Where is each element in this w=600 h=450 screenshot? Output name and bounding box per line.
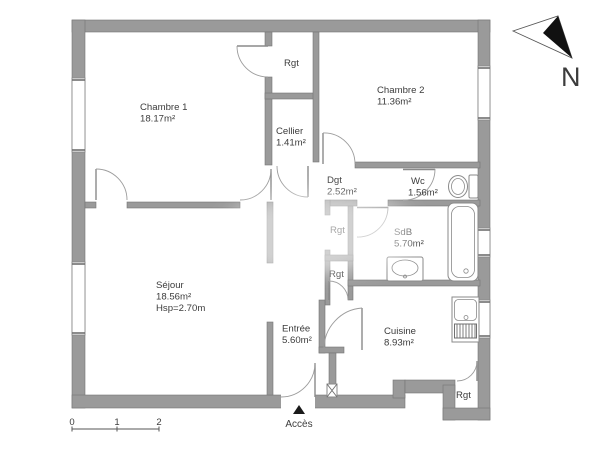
wall-segment	[71, 394, 406, 409]
washbasin	[386, 256, 424, 282]
scale-bar: 0 1 2	[69, 417, 162, 432]
wall-segment	[392, 379, 406, 399]
fixtures	[326, 174, 480, 398]
wall-segment	[312, 31, 320, 163]
room-label-chambre1: Chambre 1	[140, 102, 187, 113]
room-label-entree: Entrée	[282, 324, 310, 335]
wall-segment	[264, 76, 273, 166]
access-marker: Accès	[285, 405, 313, 430]
door-chambre1-east	[239, 168, 272, 201]
windows	[71, 65, 491, 339]
scale-bar-line	[71, 426, 160, 432]
wall-segment	[387, 199, 481, 207]
wall-segment	[126, 201, 241, 209]
wall-segment	[442, 407, 491, 421]
room-area-entree: 5.60m²	[282, 335, 313, 346]
room-area-cellier: 1.41m²	[276, 138, 307, 149]
room-area-dgt: 2.52m²	[327, 187, 358, 198]
room-area-sejour: 18.56m²	[156, 292, 192, 303]
kitchen-sink	[451, 296, 480, 343]
entrance-door-gap	[281, 394, 315, 409]
room-label-rgt-top: Rgt	[284, 58, 299, 69]
door-rgt-hall-lower	[328, 280, 349, 301]
wall-segment	[71, 19, 491, 33]
door-rgt-top	[236, 45, 269, 78]
window-chambre2	[477, 65, 491, 121]
room-label-rgt-hall-lower: Rgt	[329, 269, 344, 280]
room-label-chambre2: Chambre 2	[377, 85, 424, 96]
access-label: Accès	[285, 419, 312, 430]
room-label-wc: Wc	[411, 176, 425, 187]
wall-segment	[84, 201, 97, 209]
compass: N	[511, 15, 581, 92]
watermark-haze	[225, 192, 415, 272]
door-entrance	[280, 362, 316, 398]
window-sdb	[477, 227, 491, 258]
room-label-sejour: Séjour	[156, 280, 185, 291]
scale-tick-0: 0	[69, 417, 74, 428]
door-chambre2	[322, 132, 356, 165]
window-sejour	[71, 261, 86, 336]
room-area-chambre1: 18.17m²	[140, 114, 176, 125]
north-arrow-blade	[543, 16, 572, 58]
room-label-rgt-kitchen: Rgt	[456, 390, 471, 401]
wall-segment	[328, 352, 337, 385]
door-cellier	[276, 165, 309, 198]
window-chambre1	[71, 77, 86, 153]
door-cuisine	[323, 307, 363, 350]
technical-duct	[326, 383, 338, 398]
scale-tick-2: 2	[156, 417, 161, 428]
wall-segment	[266, 321, 274, 396]
room-label-cuisine: Cuisine	[384, 326, 416, 337]
wall-segment	[264, 92, 319, 100]
door-rgt-kitchen	[456, 360, 478, 382]
door-chambre1-west	[95, 168, 128, 201]
room-area-wc: 1.56m²	[408, 188, 439, 199]
wall-segment	[318, 346, 345, 354]
room-area-cuisine: 8.93m²	[384, 338, 415, 349]
room-height-sejour: Hsp=2.70m	[156, 303, 205, 314]
wall-segment	[264, 31, 273, 47]
door-wc	[402, 168, 436, 201]
scale-tick-1: 1	[114, 417, 119, 428]
wall-segment	[354, 161, 481, 169]
access-arrow-icon	[293, 405, 305, 414]
bathtub	[447, 202, 479, 282]
room-label-dgt: Dgt	[327, 175, 342, 186]
room-label-cellier: Cellier	[276, 126, 304, 137]
toilet	[448, 174, 479, 199]
north-label: N	[561, 62, 581, 92]
window-cuisine	[477, 299, 491, 339]
room-area-chambre2: 11.36m²	[377, 97, 412, 108]
